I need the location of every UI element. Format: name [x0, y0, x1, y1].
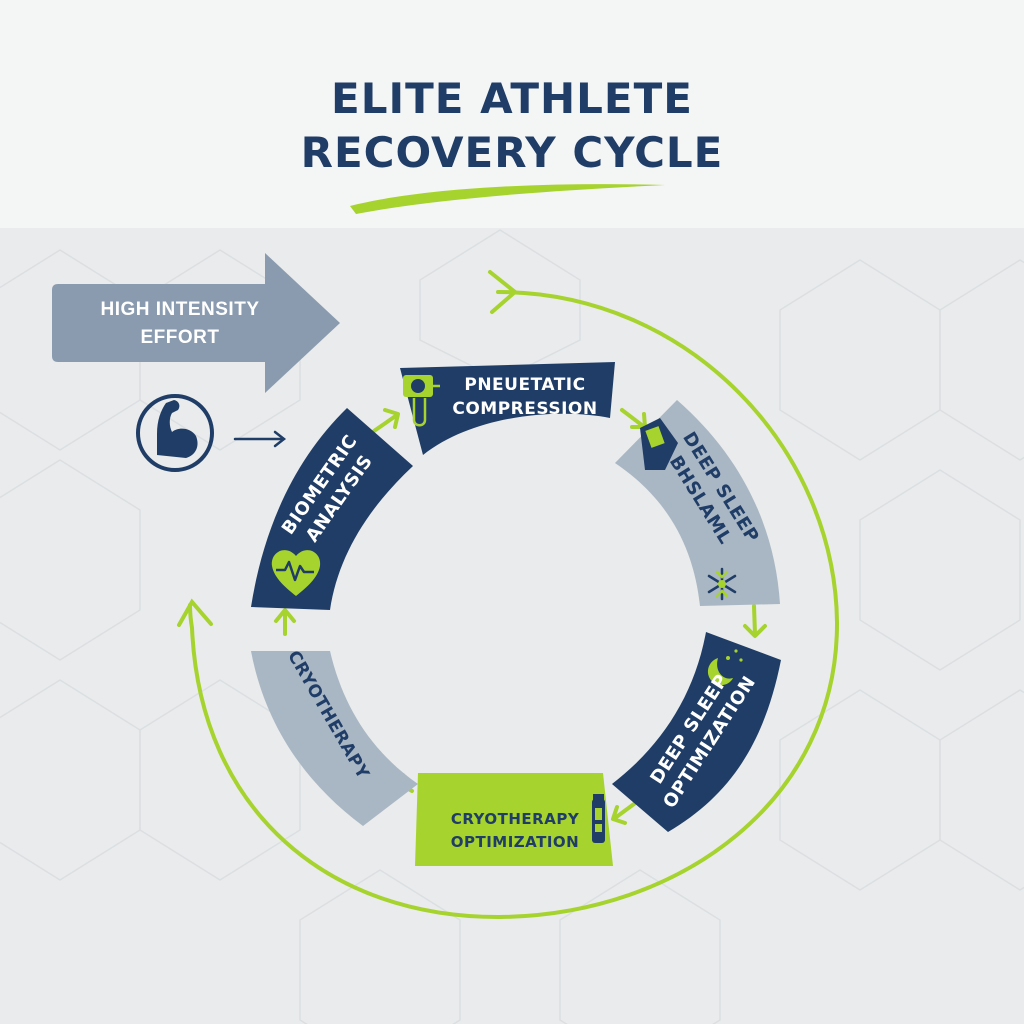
segment-cryotherapy — [251, 651, 418, 826]
cryo-opt-line-2: OPTIMIZATION — [450, 833, 580, 851]
high-intensity-effort-label: HIGH INTENSITY EFFORT — [60, 296, 300, 352]
hexagon-background-pattern — [0, 229, 1024, 1024]
title-line-2: RECOVERY CYCLE — [300, 128, 724, 177]
segment-pneumatic-compression — [400, 362, 615, 455]
cryo-tube-icon — [592, 794, 605, 843]
pneumatic-compression-label: PNEUETATIC COMPRESSION — [440, 373, 610, 421]
pneumatic-line-2: COMPRESSION — [452, 399, 598, 419]
title-line-1: ELITE ATHLETE — [331, 74, 693, 123]
moon-stars-icon — [707, 649, 743, 686]
device-hand-icon — [640, 418, 678, 470]
cryo-opt-line-1: CRYOTHERAPY — [450, 810, 580, 828]
pneumatic-line-1: PNEUETATIC — [464, 375, 586, 395]
compression-device-icon — [403, 375, 440, 427]
segment-cryotherapy-optimization — [415, 773, 613, 866]
effort-line-2: EFFORT — [140, 327, 220, 348]
effort-line-1: HIGH INTENSITY — [100, 299, 260, 320]
heart-pulse-icon — [271, 550, 321, 596]
arrow-to-biometric — [233, 430, 287, 448]
title-underline-swoosh — [350, 184, 665, 214]
high-intensity-effort-arrow — [52, 253, 340, 393]
outer-cycle-arc — [177, 270, 840, 920]
snowflake-icon — [707, 567, 737, 601]
flexed-bicep-icon — [136, 394, 214, 472]
cryotherapy-optimization-label: CRYOTHERAPY OPTIMIZATION — [425, 808, 605, 854]
segment-deep-sleep-2 — [612, 632, 781, 832]
diagram-title: ELITE ATHLETE RECOVERY CYCLE — [0, 72, 1024, 180]
